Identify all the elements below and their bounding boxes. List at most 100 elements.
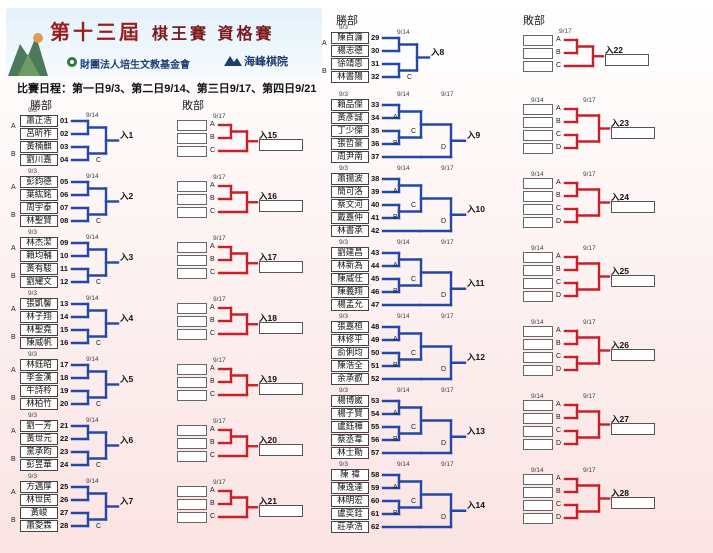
player-name: 楊志德 bbox=[331, 45, 369, 57]
loser-slot bbox=[523, 117, 553, 128]
bracket-letter-a: A bbox=[11, 489, 16, 496]
round-date-label: 9/17 bbox=[213, 479, 226, 486]
slot-letter: B bbox=[556, 340, 561, 347]
round-date-label: 9/14 bbox=[397, 239, 410, 246]
player-name: 簡可洛 bbox=[331, 186, 369, 198]
seat-number: 16 bbox=[60, 338, 69, 347]
bracket-letter-a: A bbox=[393, 187, 398, 195]
seat-number: 27 bbox=[60, 508, 69, 517]
seat-number: 01 bbox=[60, 116, 69, 125]
player-name: 黃有駿 bbox=[20, 263, 58, 275]
seat-number: 18 bbox=[60, 373, 69, 382]
player-name: 盧奕銓 bbox=[331, 508, 369, 520]
round-date-label: 9/3 bbox=[339, 165, 349, 172]
bracket-letter-a: A bbox=[393, 409, 398, 417]
bracket-letter-c: C bbox=[411, 127, 417, 135]
bracket-letter-b: B bbox=[393, 435, 398, 443]
qualifier-label: 入18 bbox=[259, 313, 277, 324]
seat-number: 58 bbox=[371, 470, 380, 479]
seat-number: 21 bbox=[60, 421, 69, 430]
round-date-label: 9/3 bbox=[28, 168, 38, 175]
player-name: 周尹南 bbox=[331, 151, 369, 163]
round-date-label: 9/14 bbox=[86, 356, 99, 363]
loser-slot bbox=[177, 512, 207, 523]
seat-number: 24 bbox=[60, 460, 69, 469]
slot-letter: D bbox=[556, 144, 562, 151]
round-date-label: 9/17 bbox=[559, 28, 572, 35]
bracket-letter-b: B bbox=[11, 334, 16, 341]
bracket-letter-d: D bbox=[441, 439, 447, 447]
player-name: 黃世元 bbox=[20, 433, 58, 445]
player-name: 林士勛 bbox=[331, 447, 369, 459]
seat-number: 09 bbox=[60, 238, 69, 247]
bracket-letter-b: B bbox=[11, 151, 16, 158]
qualifier-slot bbox=[259, 322, 303, 335]
bracket-letter-c: C bbox=[96, 278, 102, 286]
slot-letter: B bbox=[556, 488, 561, 495]
page-title: 第十三屆 棋王賽 資格賽 bbox=[50, 20, 275, 44]
round-date-label: 9/14 bbox=[531, 171, 544, 178]
player-name: 李金漢 bbox=[20, 372, 58, 384]
header-banner: 第十三屆 棋王賽 資格賽 財團法人培生文教基金會 海峰棋院 bbox=[6, 8, 322, 78]
player-name: 黃楠麒 bbox=[20, 141, 58, 153]
round-date-label: 9/14 bbox=[397, 461, 410, 468]
bracket-letter-d: D bbox=[441, 365, 447, 373]
slot-letter: C bbox=[210, 391, 216, 398]
loser-slot bbox=[523, 278, 553, 289]
player-name: 張嘉桓 bbox=[331, 321, 369, 333]
bracket-letter-b: B bbox=[393, 361, 398, 369]
seat-number: 12 bbox=[60, 277, 69, 286]
seat-number: 13 bbox=[60, 299, 69, 308]
loser-slot bbox=[523, 426, 553, 437]
losers-header: 敗部 bbox=[182, 100, 204, 112]
seat-number: 46 bbox=[371, 287, 380, 296]
loser-slot bbox=[177, 120, 207, 131]
loser-slot bbox=[523, 487, 553, 498]
slot-letter: C bbox=[210, 513, 216, 520]
bracket-letter-b: B bbox=[11, 273, 16, 280]
seat-number: 47 bbox=[371, 300, 380, 309]
qualifier-label: 入22 bbox=[605, 45, 623, 56]
round-date-label: 9/17 bbox=[213, 235, 226, 242]
mountain-logo-icon bbox=[8, 33, 48, 76]
bracket-letter-d: D bbox=[441, 291, 447, 299]
qualifier-label: 入6 bbox=[120, 434, 134, 445]
seat-number: 44 bbox=[371, 261, 380, 270]
seat-number: 28 bbox=[60, 521, 69, 530]
player-name: 林聖賢 bbox=[20, 215, 58, 227]
slot-letter: C bbox=[556, 131, 562, 138]
round-date-label: 9/17 bbox=[583, 393, 596, 400]
round-date-label: 9/3 bbox=[339, 313, 349, 320]
seat-number: 10 bbox=[60, 251, 69, 260]
player-name: 林書承 bbox=[331, 225, 369, 237]
player-name: 楊子賢 bbox=[331, 408, 369, 420]
round-date-label: 9/14 bbox=[397, 91, 410, 98]
slot-letter: D bbox=[556, 440, 562, 447]
loser-slot bbox=[523, 252, 553, 263]
qualifier-label: 入11 bbox=[467, 277, 485, 288]
bracket-letter-c: C bbox=[411, 497, 417, 505]
bracket-letter-a: A bbox=[11, 306, 16, 313]
bracket-letter-a: A bbox=[322, 40, 327, 47]
seat-number: 59 bbox=[371, 483, 380, 492]
slot-letter: B bbox=[210, 378, 215, 385]
bracket-letter-c: C bbox=[96, 156, 102, 164]
loser-slot bbox=[523, 352, 553, 363]
bracket-letter-c: C bbox=[411, 275, 417, 283]
round-date-label: 9/14 bbox=[397, 29, 410, 36]
player-name: 蕭正浩 bbox=[20, 115, 58, 127]
seat-number: 60 bbox=[371, 496, 380, 505]
player-name: 牛詩柃 bbox=[20, 385, 58, 397]
player-name: 蕭揚波 bbox=[331, 173, 369, 185]
player-name: 林子翔 bbox=[20, 311, 58, 323]
foundation-logo-icon bbox=[67, 57, 77, 67]
winners-header: 勝部 bbox=[30, 100, 52, 112]
seat-number: 04 bbox=[60, 155, 69, 164]
bracket-letter-c: C bbox=[96, 217, 102, 225]
bracket-letter-a: A bbox=[393, 335, 398, 343]
round-date-label: 9/17 bbox=[213, 418, 226, 425]
bracket-letter-b: B bbox=[393, 287, 398, 295]
seat-number: 62 bbox=[371, 522, 380, 531]
loser-slot bbox=[177, 425, 207, 436]
